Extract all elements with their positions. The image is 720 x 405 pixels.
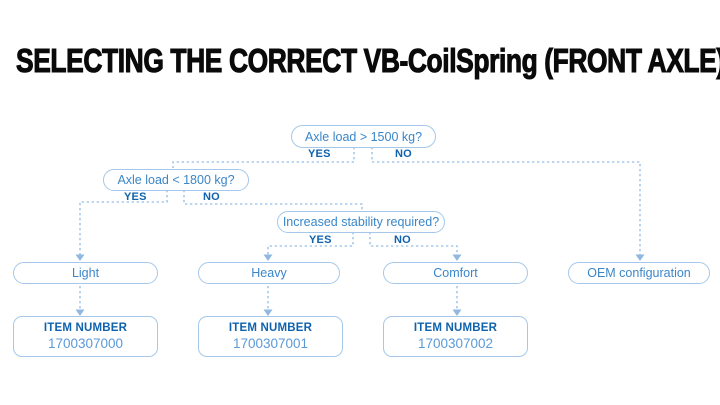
arrowhead-down-icon bbox=[452, 254, 462, 261]
item-number-heading: ITEM NUMBER bbox=[43, 322, 128, 334]
outcome-light: Light bbox=[13, 262, 158, 284]
item-number-value: 1700307000 bbox=[47, 336, 124, 351]
decision-question: Axle load < 1800 kg? bbox=[117, 173, 235, 187]
outcome-label: Light bbox=[71, 266, 100, 280]
connector-q1500-no bbox=[371, 147, 641, 255]
label-yes-axle-load-1500: YES bbox=[308, 148, 331, 160]
outcome-comfort: Comfort bbox=[383, 262, 528, 284]
outcome-label: Comfort bbox=[433, 266, 478, 280]
outcome-oem-configuration: OEM configuration bbox=[568, 262, 710, 284]
outcome-label: OEM configuration bbox=[587, 266, 691, 280]
arrowhead-down-icon bbox=[635, 254, 645, 261]
label-yes-axle-load-1800: YES bbox=[124, 191, 147, 203]
decision-question: Increased stability required? bbox=[282, 215, 440, 229]
item-number-value: 1700307002 bbox=[417, 336, 494, 351]
outcome-label: Heavy bbox=[251, 266, 287, 280]
item-number-heading: ITEM NUMBER bbox=[228, 322, 313, 334]
arrowhead-down-icon bbox=[263, 254, 273, 261]
label-no-axle-load-1800: NO bbox=[203, 191, 220, 203]
item-number-card-comfort: ITEM NUMBER 1700307002 bbox=[383, 316, 528, 357]
arrowhead-down-icon bbox=[75, 254, 85, 261]
item-number-card-light: ITEM NUMBER 1700307000 bbox=[13, 316, 158, 357]
label-no-increased-stability: NO bbox=[394, 234, 411, 246]
item-number-value: 1700307001 bbox=[232, 336, 309, 351]
decision-axle-load-1800: Axle load < 1800 kg? bbox=[103, 169, 249, 191]
page-title: SELECTING THE CORRECT VB-CoilSpring (FRO… bbox=[16, 41, 720, 79]
item-number-card-heavy: ITEM NUMBER 1700307001 bbox=[198, 316, 343, 357]
label-no-axle-load-1500: NO bbox=[395, 148, 412, 160]
decision-question: Axle load > 1500 kg? bbox=[304, 129, 423, 144]
decision-axle-load-1500: Axle load > 1500 kg? bbox=[291, 125, 436, 148]
outcome-heavy: Heavy bbox=[198, 262, 340, 284]
label-yes-increased-stability: YES bbox=[309, 234, 332, 246]
item-number-heading: ITEM NUMBER bbox=[413, 322, 498, 334]
connector-stability-no bbox=[369, 232, 458, 255]
decision-increased-stability: Increased stability required? bbox=[277, 211, 445, 233]
